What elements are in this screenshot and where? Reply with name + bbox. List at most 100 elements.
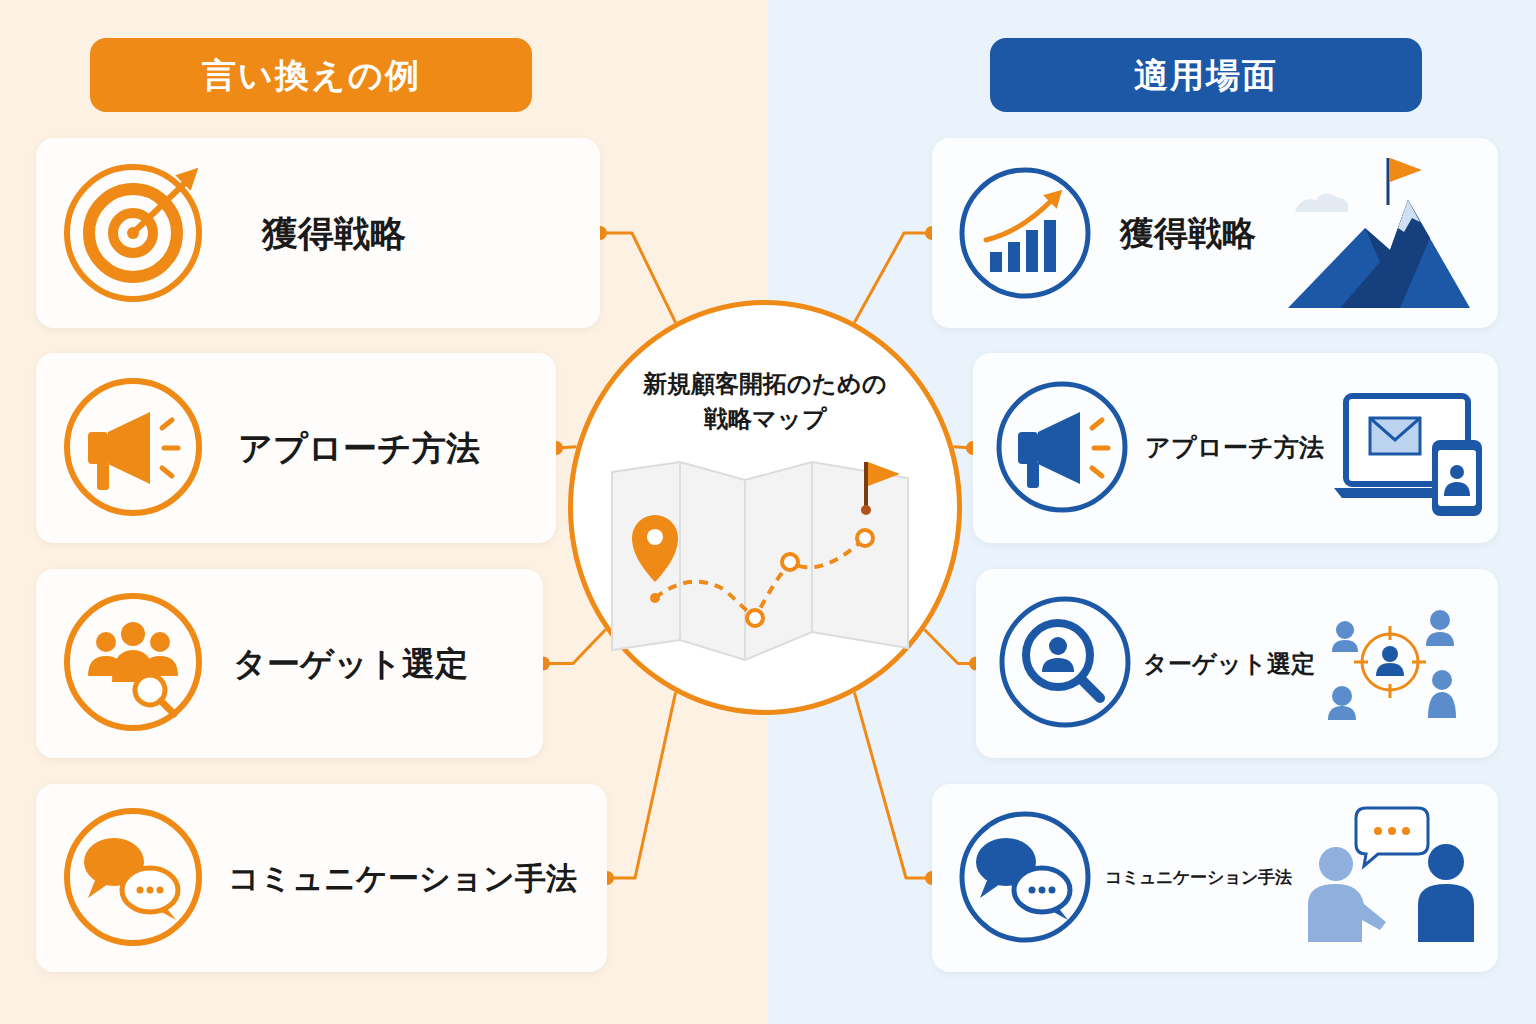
target-audience-illustration-part	[1376, 663, 1404, 676]
megaphone-icon-part	[1092, 420, 1108, 476]
people-search-icon-part	[161, 701, 174, 714]
map-illustration-part	[650, 593, 660, 603]
laptop-illustration	[1334, 396, 1482, 516]
target-audience-illustration-part-part	[1336, 621, 1354, 639]
chat-icon	[67, 811, 199, 943]
person-search-icon-part	[1082, 680, 1100, 698]
map-illustration	[612, 462, 908, 660]
chat-icon-part	[962, 814, 1088, 940]
megaphone-icon-part	[162, 420, 178, 476]
growth-chart-icon-part	[1026, 230, 1038, 272]
chat-icon-part	[158, 906, 176, 920]
megaphone-icon-part	[1018, 432, 1038, 464]
people-search-icon-part	[142, 656, 178, 676]
growth-chart-icon-part	[1044, 220, 1056, 272]
megaphone-icon-part	[1038, 412, 1080, 484]
laptop-illustration-part	[1370, 418, 1420, 440]
term-card: アプローチ方法	[36, 353, 556, 543]
people-search-icon-part	[96, 632, 116, 652]
map-illustration-part	[864, 462, 868, 510]
mountain-illustration-part	[1390, 158, 1422, 182]
person-search-icon-part	[1002, 599, 1128, 725]
people-search-icon-part	[67, 596, 199, 728]
people-search-icon-part	[150, 632, 170, 652]
card-label: アプローチ方法	[238, 427, 480, 470]
person-search-icon	[1002, 599, 1128, 725]
megaphone-icon-part-part	[1094, 446, 1108, 451]
conversation-illustration-part	[1319, 847, 1353, 881]
target-audience-illustration-part-part	[1328, 706, 1356, 720]
megaphone-icon-part-part	[1092, 468, 1102, 476]
people-search-icon-part	[88, 656, 124, 676]
megaphone-icon-part	[97, 462, 109, 490]
megaphone-icon-part	[108, 412, 150, 484]
map-illustration-part	[632, 515, 678, 582]
person-search-icon-part	[1049, 637, 1067, 655]
target-audience-illustration	[1328, 610, 1456, 720]
chat-icon-part	[1029, 887, 1036, 894]
target-audience-illustration-part-part	[1389, 626, 1392, 640]
map-illustration-part	[868, 462, 900, 486]
mountain-illustration-part	[1295, 193, 1348, 212]
map-illustration-part	[679, 462, 681, 640]
conversation-illustration	[1308, 808, 1474, 942]
header-text: 適用場面	[1134, 54, 1278, 97]
growth-chart-icon-part	[986, 200, 1052, 240]
connector-line	[600, 233, 676, 323]
connector-line	[543, 630, 606, 664]
target-audience-illustration-part-part	[1432, 670, 1452, 690]
target-audience-illustration-part-part	[1430, 610, 1450, 630]
laptop-illustration-part	[1346, 396, 1468, 484]
connector-line	[607, 692, 676, 878]
conversation-illustration-part	[1374, 827, 1382, 835]
hub-circle: 新規顧客開拓のための 戦略マップ	[568, 300, 962, 715]
chat-icon-part	[976, 838, 1036, 886]
target-audience-illustration-part	[1354, 626, 1426, 698]
map-illustration-part	[647, 529, 663, 545]
target-audience-illustration-part	[1328, 610, 1456, 720]
target-icon-part	[89, 189, 177, 277]
laptop-illustration-part	[1438, 450, 1476, 506]
megaphone-icon-part-part	[164, 446, 178, 451]
map-illustration-part	[747, 610, 763, 626]
map-illustration-part	[857, 530, 873, 546]
target-icon-part	[67, 167, 199, 299]
conversation-illustration-part	[1308, 884, 1386, 942]
target-audience-illustration-part	[1382, 646, 1398, 662]
laptop-illustration-part	[1432, 440, 1482, 516]
target-audience-illustration-part-part	[1428, 692, 1456, 718]
laptop-illustration-part	[1450, 465, 1464, 479]
target-audience-illustration-part-part	[1354, 661, 1368, 664]
mountain-illustration-part	[1340, 200, 1430, 308]
chat-icon-part	[980, 878, 1000, 898]
target-audience-illustration-part	[1362, 634, 1418, 690]
megaphone-icon-part-part	[162, 420, 172, 428]
megaphone-icon	[67, 381, 199, 513]
conversation-illustration-part	[1418, 884, 1474, 942]
scene-card: ターゲット選定	[976, 569, 1498, 758]
chat-icon-part	[88, 878, 108, 898]
target-icon-part	[113, 213, 153, 253]
megaphone-icon-part	[999, 384, 1125, 510]
map-illustration-part	[612, 462, 908, 660]
megaphone-icon	[999, 384, 1125, 510]
mountain-illustration-part	[1387, 158, 1390, 205]
hub-title: 新規顧客開拓のための 戦略マップ	[634, 367, 896, 437]
connector-line	[924, 630, 976, 664]
target-audience-illustration-part-part	[1332, 686, 1352, 706]
card-label: 獲得戦略	[262, 211, 406, 256]
map-illustration-part	[811, 462, 813, 632]
people-search-icon-part	[112, 650, 154, 682]
map-illustration-part	[782, 554, 798, 570]
people-search-icon	[67, 596, 199, 728]
chat-icon-part	[1014, 868, 1070, 912]
growth-chart-icon-part	[962, 170, 1088, 296]
scene-card: コミュニケーション手法	[932, 784, 1498, 972]
target-icon-part	[127, 227, 139, 239]
mountain-illustration-part	[1398, 200, 1420, 232]
megaphone-icon-part-part	[1092, 420, 1102, 428]
growth-chart-icon-part	[1008, 242, 1020, 272]
megaphone-icon-part	[88, 432, 108, 464]
target-audience-illustration-part-part	[1426, 632, 1454, 646]
people-search-icon-part	[121, 622, 145, 646]
